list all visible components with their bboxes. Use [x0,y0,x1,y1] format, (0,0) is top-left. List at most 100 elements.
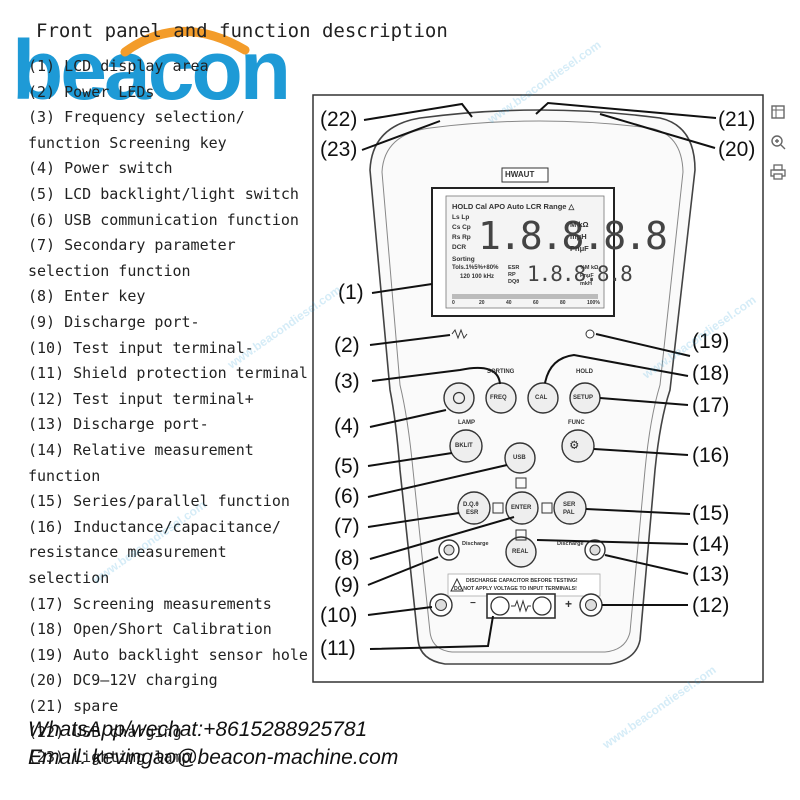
lcd-scale-tick: 0 [452,300,455,306]
gear-icon[interactable]: ⚙ [570,437,579,453]
backlight-button[interactable]: BKLIT [455,443,473,449]
callout-21: (21) [718,108,756,131]
description-item: (15) Series/parallel function [28,492,290,511]
callout-7: (7) [334,515,360,538]
callout-13: (13) [692,563,730,586]
warning-line2: DO NOT APPLY VOLTAGE TO INPUT TERMINALS! [454,586,577,592]
lcd-main-unit: M kΩ [570,220,589,229]
ser-pal-button-line1[interactable]: SER [563,502,576,508]
discharge-right-label: Discharge [557,541,584,547]
description-item: (23) Lighting lamp [28,748,191,767]
minus-label: − [470,598,476,609]
lcd-sub-unit: mkH [580,281,592,287]
lcd-scale-tick: 80 [560,300,566,306]
freq-button[interactable]: FREQ [490,395,507,401]
enter-button[interactable]: ENTER [511,505,532,511]
contact-email: Email: kevingao@beacon-machine.com [28,746,399,769]
zoom-icon[interactable] [766,130,790,154]
lcd-sub-digits: 1.8.8.8.8 [527,262,633,286]
description-item: (20) DC9—12V charging [28,671,218,690]
lcd-scale-tick: 40 [506,300,512,306]
usb-button[interactable]: USB [513,455,526,461]
dq-esr-button-line1[interactable]: D.Q.θ [463,502,479,508]
description-item: (21) spare [28,697,119,715]
callout-9: (9) [334,574,360,597]
lcd-main-unit: mμH [570,232,587,241]
page-title: Front panel and function description [36,20,448,42]
description-item: (19) Auto backlight sensor hole [28,645,308,664]
description-item: (9) Discharge port- [28,313,200,331]
lcd-mode-label: Cs Cp [452,224,471,231]
ser-pal-button-line2[interactable]: PAL [563,510,575,516]
print-icon[interactable] [766,160,790,184]
description-item: (5) LCD backlight/light switch [28,185,299,203]
description-item: (7) Secondary parameter [28,236,236,255]
lcd-status-row: HOLD Cal APO Auto LCR Range △ [452,202,575,211]
lcd-mode-label: DCR [452,244,467,251]
description-item: function [28,466,101,485]
description-item: (4) Power switch [28,159,173,178]
lcd-main-unit: PnμF [570,244,589,253]
callout-17: (17) [692,394,730,417]
description-item: selection [28,569,110,587]
callout-11: (11) [320,637,356,660]
callout-15: (15) [692,502,730,525]
lcd-tolerance: Tols.1%5%+80% [452,265,499,271]
hold-label: HOLD [576,369,593,375]
callout-2: (2) [334,334,360,357]
description-item: (13) Discharge port- [28,415,209,434]
callout-12: (12) [692,594,730,617]
brand-label: HWAUT [505,170,535,179]
sorting-label: SORTING [487,369,515,375]
description-item: (18) Open/Short Calibration [28,620,272,639]
callout-4: (4) [334,415,360,438]
rel-button[interactable]: REAL [512,549,529,555]
cal-button[interactable]: CAL [535,395,548,401]
callout-20: (20) [718,138,756,161]
lcd-sub-unit: PnμF [580,273,594,279]
lcd-main-digits: 1.8.8.8.8 [478,214,668,258]
callout-18: (18) [692,362,730,385]
description-item: (3) Frequency selection/ [28,108,245,127]
callout-8: (8) [334,547,360,570]
lcd-sorting: Sorting [452,256,475,263]
plus-label: + [565,597,573,611]
callout-14: (14) [692,533,730,556]
lcd-sub-label: ESR [508,265,520,271]
callout-10: (10) [320,604,358,627]
callout-22: (22) [320,108,358,131]
discharge-left-label: Discharge [462,541,489,547]
lcd-sub-label: RP [508,272,516,278]
description-item: (1) LCD display area [28,57,209,75]
lcd-mode-label: Ls Lp [452,214,470,221]
description-item: (16) Inductance/capacitance/ [28,517,281,536]
lcd-sub-label: DQθ [508,279,520,285]
lcd-scale-tick: 100% [587,300,600,306]
description-item: selection function [28,261,191,280]
warning-line1: DISCHARGE CAPACITOR BEFORE TESTING! [466,578,578,584]
setup-button[interactable]: SETUP [573,395,594,401]
description-item: (8) Enter key [28,287,146,306]
dq-esr-button-line2[interactable]: ESR [466,510,479,516]
description-item: function Screening key [28,133,227,152]
func-label: FUNC [568,420,585,426]
lcd-frequency: 120 100 kHz [460,274,495,280]
description-item: (12) Test input terminal+ [28,389,254,408]
callout-3: (3) [334,370,360,393]
description-item: (6) USB communication function [28,210,299,229]
logo-swoosh [120,27,250,57]
description-item: (22) USB charging [28,722,182,741]
lamp-label: LAMP [458,420,475,426]
lcd-scale-tick: 60 [533,300,539,306]
crop-icon[interactable] [766,100,790,124]
lcd-mode-label: Rs Rp [452,234,471,241]
callout-19: (19) [692,330,730,353]
description-item: (17) Screening measurements [28,594,272,613]
callout-16: (16) [692,444,730,467]
description-item: (14) Relative measurement [28,441,254,459]
callout-23: (23) [320,138,358,161]
description-item: (11) Shield protection terminal [28,364,308,383]
lcd-sub-unit: %M kΩ [580,265,599,271]
description-item: (10) Test input terminal- [28,338,254,357]
